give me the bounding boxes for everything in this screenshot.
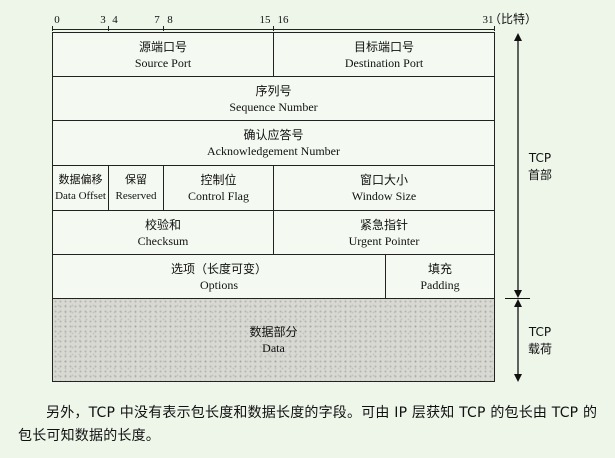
field-padding: 填充 Padding <box>385 254 495 299</box>
bit-label-0: 0 <box>54 14 60 26</box>
field-reserved-en: Reserved <box>115 190 157 202</box>
ruler-tick <box>52 26 53 31</box>
field-control-flag-cn: 控制位 <box>200 173 237 187</box>
bit-label-8: 8 <box>167 14 173 26</box>
field-padding-cn: 填充 <box>427 261 452 276</box>
field-data-en: Data <box>262 341 285 355</box>
field-destination-port-en: Destination Port <box>344 55 424 70</box>
field-acknowledgement-number: 确认应答号 Acknowledgement Number <box>52 120 495 166</box>
bit-label-4: 4 <box>112 14 118 26</box>
field-reserved: 保留 Reserved <box>108 165 164 211</box>
field-urgent-pointer-en: Urgent Pointer <box>348 233 420 248</box>
field-options-cn: 选项（长度可变） <box>170 261 267 276</box>
field-data-offset-cn: 数据偏移 <box>58 173 103 186</box>
bit-unit-label: （比特） <box>489 12 538 26</box>
tcp-payload-label-line2: 载荷 <box>527 342 553 356</box>
ruler-tick <box>494 26 495 31</box>
bit-label-7: 7 <box>154 14 160 26</box>
field-reserved-cn: 保留 <box>125 173 147 186</box>
field-sequence-number-cn: 序列号 <box>255 83 292 98</box>
field-sequence-number: 序列号 Sequence Number <box>52 76 495 121</box>
field-checksum: 校验和 Checksum <box>52 210 274 255</box>
bit-label-3: 3 <box>100 14 106 26</box>
tcp-header-label-line2: 首部 <box>527 168 553 182</box>
footnote-text: 另外，TCP 中没有表示包长度和数据长度的字段。可由 IP 层获知 TCP 的包… <box>18 405 598 444</box>
bit-label-16: 16 <box>277 14 289 26</box>
field-source-port-en: Source Port <box>134 55 192 70</box>
field-urgent-pointer-cn: 紧急指针 <box>359 217 408 232</box>
tcp-payload-label-line1: TCP <box>528 325 552 339</box>
field-control-flag-en: Control Flag <box>187 189 249 203</box>
field-window-size-cn: 窗口大小 <box>359 173 408 187</box>
tcp-header-label-line1: TCP <box>528 151 552 165</box>
field-options: 选项（长度可变） Options <box>52 254 386 299</box>
ruler-tick <box>108 26 109 31</box>
field-data-offset-en: Data Offset <box>55 190 106 202</box>
ruler-tick <box>163 26 164 31</box>
field-acknowledgement-number-cn: 确认应答号 <box>243 128 304 142</box>
field-sequence-number-en: Sequence Number <box>229 99 318 114</box>
field-acknowledgement-number-en: Acknowledgement Number <box>207 144 340 158</box>
field-destination-port-cn: 目标端口号 <box>353 39 414 54</box>
tcp-payload-label: TCP 载荷 <box>523 322 557 360</box>
field-destination-port: 目标端口号 Destination Port <box>273 32 495 77</box>
field-source-port-cn: 源端口号 <box>138 39 187 54</box>
field-padding-en: Padding <box>420 277 460 292</box>
tcp-header-label: TCP 首部 <box>523 148 557 186</box>
field-data: 数据部分 Data <box>52 298 495 382</box>
field-options-en: Options <box>199 277 238 292</box>
ruler-tick <box>273 26 274 31</box>
field-data-cn: 数据部分 <box>249 325 298 339</box>
bit-label-31: 31 <box>482 14 494 26</box>
field-checksum-cn: 校验和 <box>144 217 181 232</box>
bit-label-15: 15 <box>259 14 271 26</box>
field-checksum-en: Checksum <box>137 233 189 248</box>
field-window-size-en: Window Size <box>351 189 417 203</box>
